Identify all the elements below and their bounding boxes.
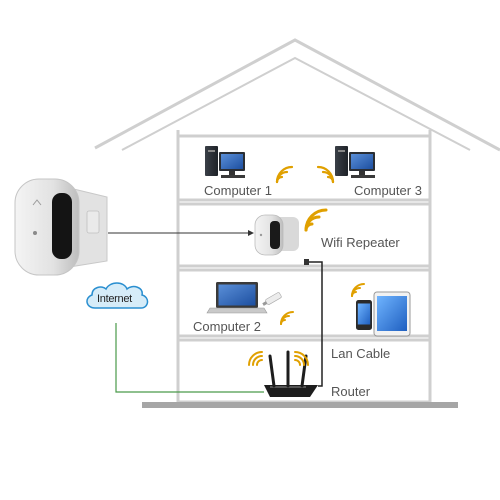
internet-label: Internet [97,293,132,305]
router-icon [264,350,318,397]
wifi-signal-icon [248,351,263,366]
desktop-computer-icon [205,146,245,178]
internet-line [115,323,264,393]
internet-cloud-icon [86,282,149,309]
computer-1-label: Computer 1 [204,183,272,198]
roof [94,38,500,152]
wifi-signal-icon [316,165,335,184]
lan-cable [306,261,323,387]
computer-3-label: Computer 3 [354,183,422,198]
usb-wifi-adapter-icon [262,292,282,306]
lan-cable-label: Lan Cable [331,346,391,361]
wifi-repeater-icon [14,178,108,276]
house [94,38,500,404]
ground [142,402,458,408]
tablet-icon [373,291,411,337]
wifi-repeater-label: Wifi Repeater [321,235,400,250]
router-label: Router [331,384,371,399]
wifi-signal-icon [275,165,294,184]
desktop-computer-icon [335,146,375,178]
floor-2 [176,202,432,268]
phone-icon [356,300,372,330]
pointer-arrow [248,230,254,236]
laptop-icon [206,282,268,314]
wifi-signal-icon [351,283,365,297]
wifi-repeater-icon [254,214,299,256]
wifi-signal-icon [294,351,309,366]
wifi-signal-icon [304,208,328,232]
roof-inner [121,56,471,151]
wifi-signal-icon [280,311,294,325]
computer-2-label: Computer 2 [193,319,261,334]
